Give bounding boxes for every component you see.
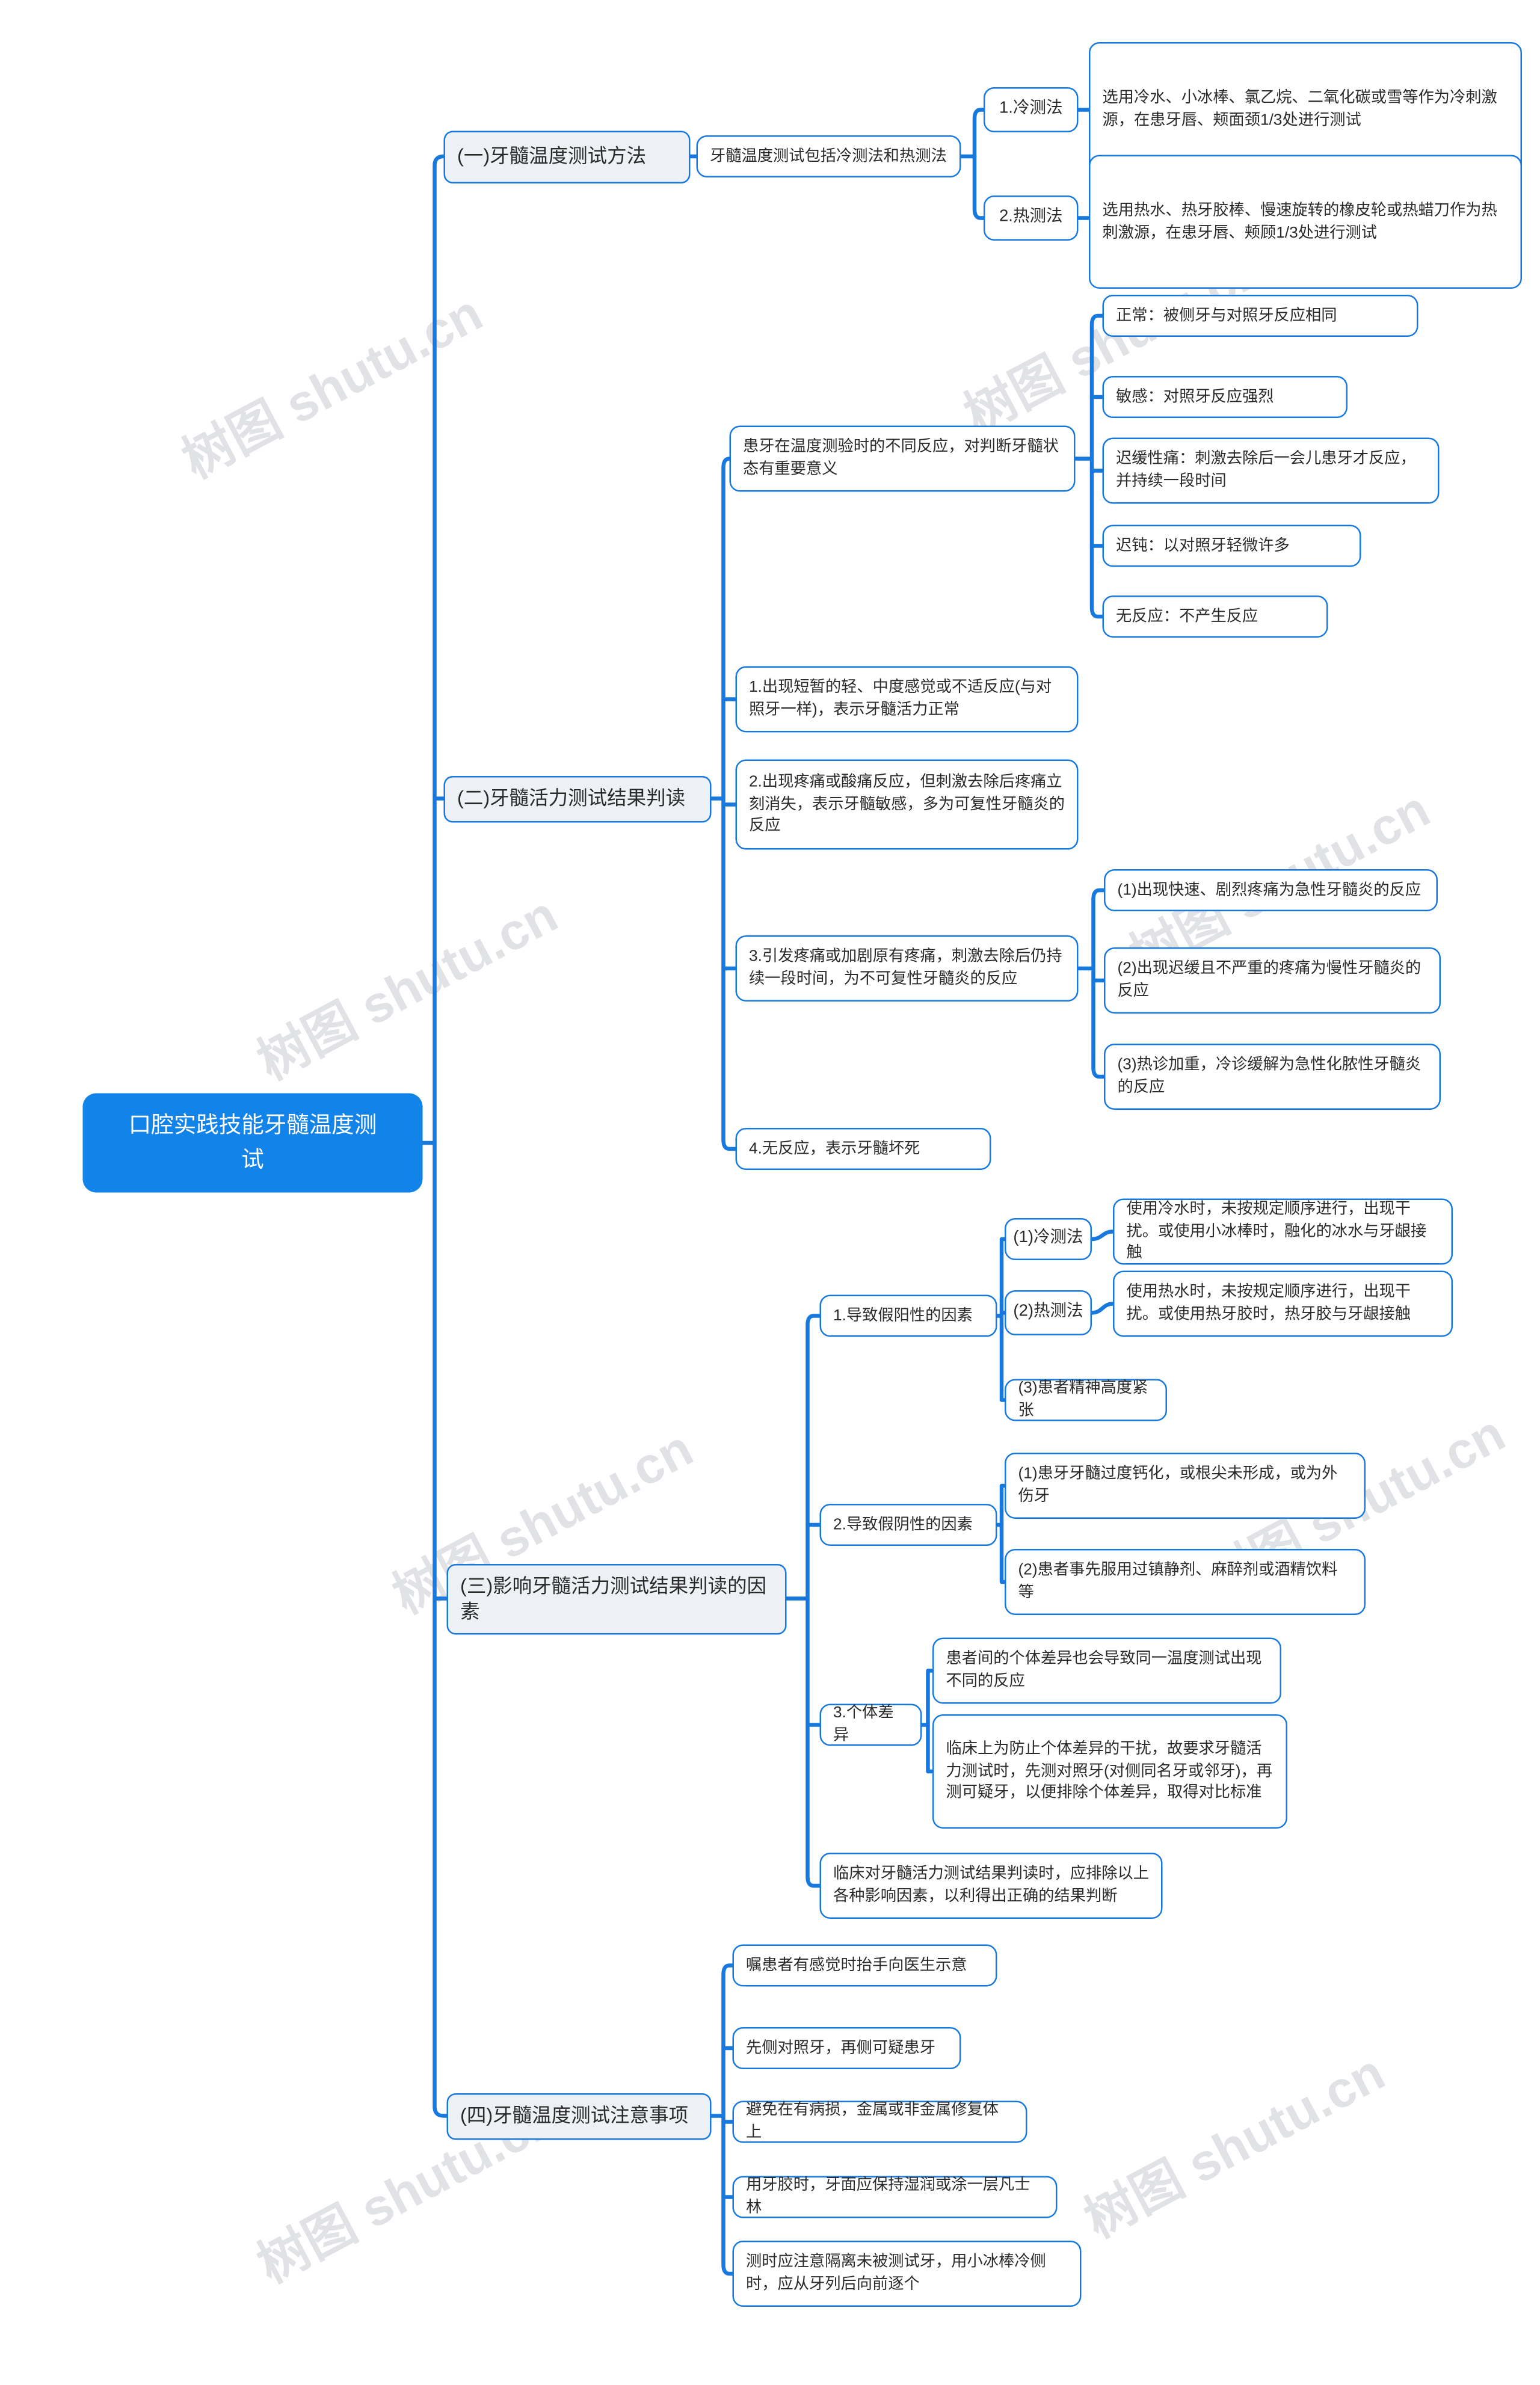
node-result-4[interactable]: 4.无反应，表示牙髓坏死 xyxy=(735,1128,991,1170)
node-fp-cold[interactable]: (1)冷测法 xyxy=(1005,1218,1092,1260)
node-caution-1[interactable]: 嘱患者有感觉时抬手向医生示意 xyxy=(732,1944,997,1987)
node-reaction-none[interactable]: 无反应：不产生反应 xyxy=(1102,595,1328,638)
node-fp-nervous[interactable]: (3)患者精神高度紧张 xyxy=(1005,1379,1167,1421)
node-result-3-sub-2[interactable]: (2)出现迟缓且不严重的疼痛为慢性牙髓炎的反应 xyxy=(1104,947,1441,1014)
node-result-3-sub-3[interactable]: (3)热诊加重，冷诊缓解为急性化脓性牙髓炎的反应 xyxy=(1104,1044,1441,1110)
node-cold-test-desc[interactable]: 选用冷水、小冰棒、氯乙烷、二氧化碳或雪等作为冷刺激源，在患牙唇、颊面颈1/3处进… xyxy=(1089,42,1522,176)
node-false-positive[interactable]: 1.导致假阳性的因素 xyxy=(819,1294,997,1337)
node-fp-cold-desc[interactable]: 使用冷水时，未按规定顺序进行，出现干扰。或使用小冰棒时，融化的冰水与牙龈接触 xyxy=(1113,1198,1453,1265)
node-result-2[interactable]: 2.出现疼痛或酸痛反应，但刺激去除后疼痛立刻消失，表示牙髓敏感，多为可复性牙髓炎… xyxy=(735,759,1079,850)
node-method-note[interactable]: 牙髓温度测试包括冷测法和热测法 xyxy=(696,135,961,177)
node-result-3[interactable]: 3.引发疼痛或加剧原有疼痛，刺激去除后仍持续一段时间，为不可复性牙髓炎的反应 xyxy=(735,935,1079,1002)
node-reaction-delayed-pain[interactable]: 迟缓性痛：刺激去除后一会儿患牙才反应，并持续一段时间 xyxy=(1102,437,1440,504)
node-individual-item-2[interactable]: 临床上为防止个体差异的干扰，故要求牙髓活力测试时，先测对照牙(对侧同名牙或邻牙)… xyxy=(932,1714,1287,1829)
branch-node-2[interactable]: (二)牙髓活力测试结果判读 xyxy=(443,776,712,823)
node-reaction-normal[interactable]: 正常：被侧牙与对照牙反应相同 xyxy=(1102,295,1418,337)
branch-node-3[interactable]: (三)影响牙髓活力测试结果判读的因素 xyxy=(446,1564,787,1635)
node-caution-2[interactable]: 先侧对照牙，再侧可疑患牙 xyxy=(732,2027,961,2069)
node-reaction-intro[interactable]: 患牙在温度测验时的不同反应，对判断牙髓状态有重要意义 xyxy=(729,425,1076,492)
node-caution-4[interactable]: 用牙胶时，牙面应保持湿润或涂一层凡士林 xyxy=(732,2176,1058,2218)
node-reaction-dull[interactable]: 迟钝：以对照牙轻微许多 xyxy=(1102,525,1361,567)
node-heat-test[interactable]: 2.热测法 xyxy=(984,195,1079,241)
node-reaction-sensitive[interactable]: 敏感：对照牙反应强烈 xyxy=(1102,376,1348,418)
node-cold-test[interactable]: 1.冷测法 xyxy=(984,87,1079,132)
node-result-1[interactable]: 1.出现短暂的轻、中度感觉或不适反应(与对照牙一样)，表示牙髓活力正常 xyxy=(735,666,1079,733)
node-heat-test-desc[interactable]: 选用热水、热牙胶棒、慢速旋转的橡皮轮或热蜡刀作为热刺激源，在患牙唇、颊顾1/3处… xyxy=(1089,155,1522,289)
node-individual-item-1[interactable]: 患者间的个体差异也会导致同一温度测试出现不同的反应 xyxy=(932,1637,1281,1704)
node-fn-item-2[interactable]: (2)患者事先服用过镇静剂、麻醉剂或酒精饮料等 xyxy=(1005,1549,1366,1615)
node-fp-heat-desc[interactable]: 使用热水时，未按规定顺序进行，出现干扰。或使用热牙胶时，热牙胶与牙龈接触 xyxy=(1113,1270,1453,1337)
node-fn-item-1[interactable]: (1)患牙牙髓过度钙化，或根尖未形成，或为外伤牙 xyxy=(1005,1453,1366,1519)
node-caution-3[interactable]: 避免在有病损，金属或非金属修复体上 xyxy=(732,2100,1027,2143)
node-result-3-sub-1[interactable]: (1)出现快速、剧烈疼痛为急性牙髓炎的反应 xyxy=(1104,869,1438,911)
node-caution-5[interactable]: 测时应注意隔离未被测试牙，用小冰棒冷侧时，应从牙列后向前逐个 xyxy=(732,2241,1082,2307)
node-judgment-conclusion[interactable]: 临床对牙髓活力测试结果判读时，应排除以上各种影响因素，以利得出正确的结果判断 xyxy=(819,1853,1163,1919)
node-false-negative[interactable]: 2.导致假阴性的因素 xyxy=(819,1504,997,1546)
node-individual-difference[interactable]: 3.个体差异 xyxy=(819,1703,922,1746)
branch-node-1[interactable]: (一)牙髓温度测试方法 xyxy=(443,131,691,183)
branch-node-4[interactable]: (四)牙髓温度测试注意事项 xyxy=(446,2093,712,2140)
root-node[interactable]: 口腔实践技能牙髓温度测试 xyxy=(82,1093,423,1193)
node-fp-heat[interactable]: (2)热测法 xyxy=(1005,1290,1092,1335)
